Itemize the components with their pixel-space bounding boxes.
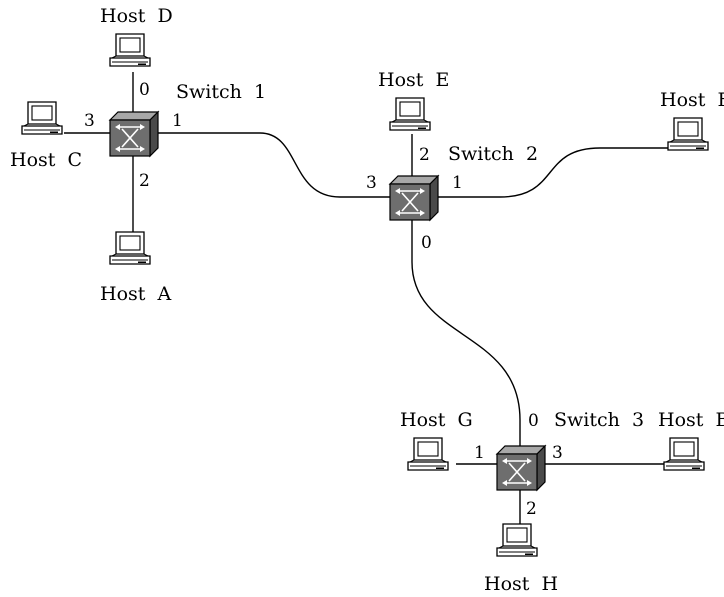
host-e-label: Host E [378, 69, 449, 91]
link-s2-s3 [411, 220, 521, 450]
link-s2-hostF [432, 147, 668, 198]
switch-3-port-2-label: 2 [526, 499, 537, 519]
host-e-computer-icon [389, 97, 431, 131]
switch-3-port-0-label: 0 [528, 411, 539, 431]
host-h-label: Host H [484, 573, 558, 595]
switch-1-label: Switch 1 [176, 81, 266, 103]
switch-2-port-1-label: 1 [452, 173, 463, 193]
switch-2-label: Switch 2 [448, 143, 538, 165]
host-g-label: Host G [400, 409, 473, 431]
host-c-label: Host C [10, 149, 82, 171]
host-b-computer-icon [663, 437, 705, 471]
switch-1-port-0-label: 0 [139, 80, 150, 100]
switch-3-port-1-label: 1 [474, 443, 485, 463]
host-d-label: Host D [100, 5, 173, 27]
host-b-label: Host B [658, 409, 724, 431]
switch-3-icon [496, 445, 546, 491]
host-c-computer-icon [21, 101, 63, 135]
host-a-label: Host A [100, 283, 171, 305]
host-f-label: Host F [660, 89, 724, 111]
switch-1-port-2-label: 2 [139, 171, 150, 191]
host-f-computer-icon [667, 117, 709, 151]
switch-1-port-3-label: 3 [84, 111, 95, 131]
switch-2-port-3-label: 3 [366, 173, 377, 193]
switch-2-icon [389, 175, 439, 221]
host-d-computer-icon [109, 33, 151, 67]
host-h-computer-icon [496, 523, 538, 557]
switch-1-port-1-label: 1 [172, 111, 183, 131]
switch-1-icon [109, 111, 159, 157]
switch-3-label: Switch 3 [554, 409, 644, 431]
host-a-computer-icon [109, 231, 151, 265]
switch-3-port-3-label: 3 [552, 443, 563, 463]
host-g-computer-icon [407, 437, 449, 471]
switch-2-port-2-label: 2 [419, 145, 430, 165]
switch-2-port-0-label: 0 [421, 233, 432, 253]
link-s1-s2 [150, 132, 390, 198]
